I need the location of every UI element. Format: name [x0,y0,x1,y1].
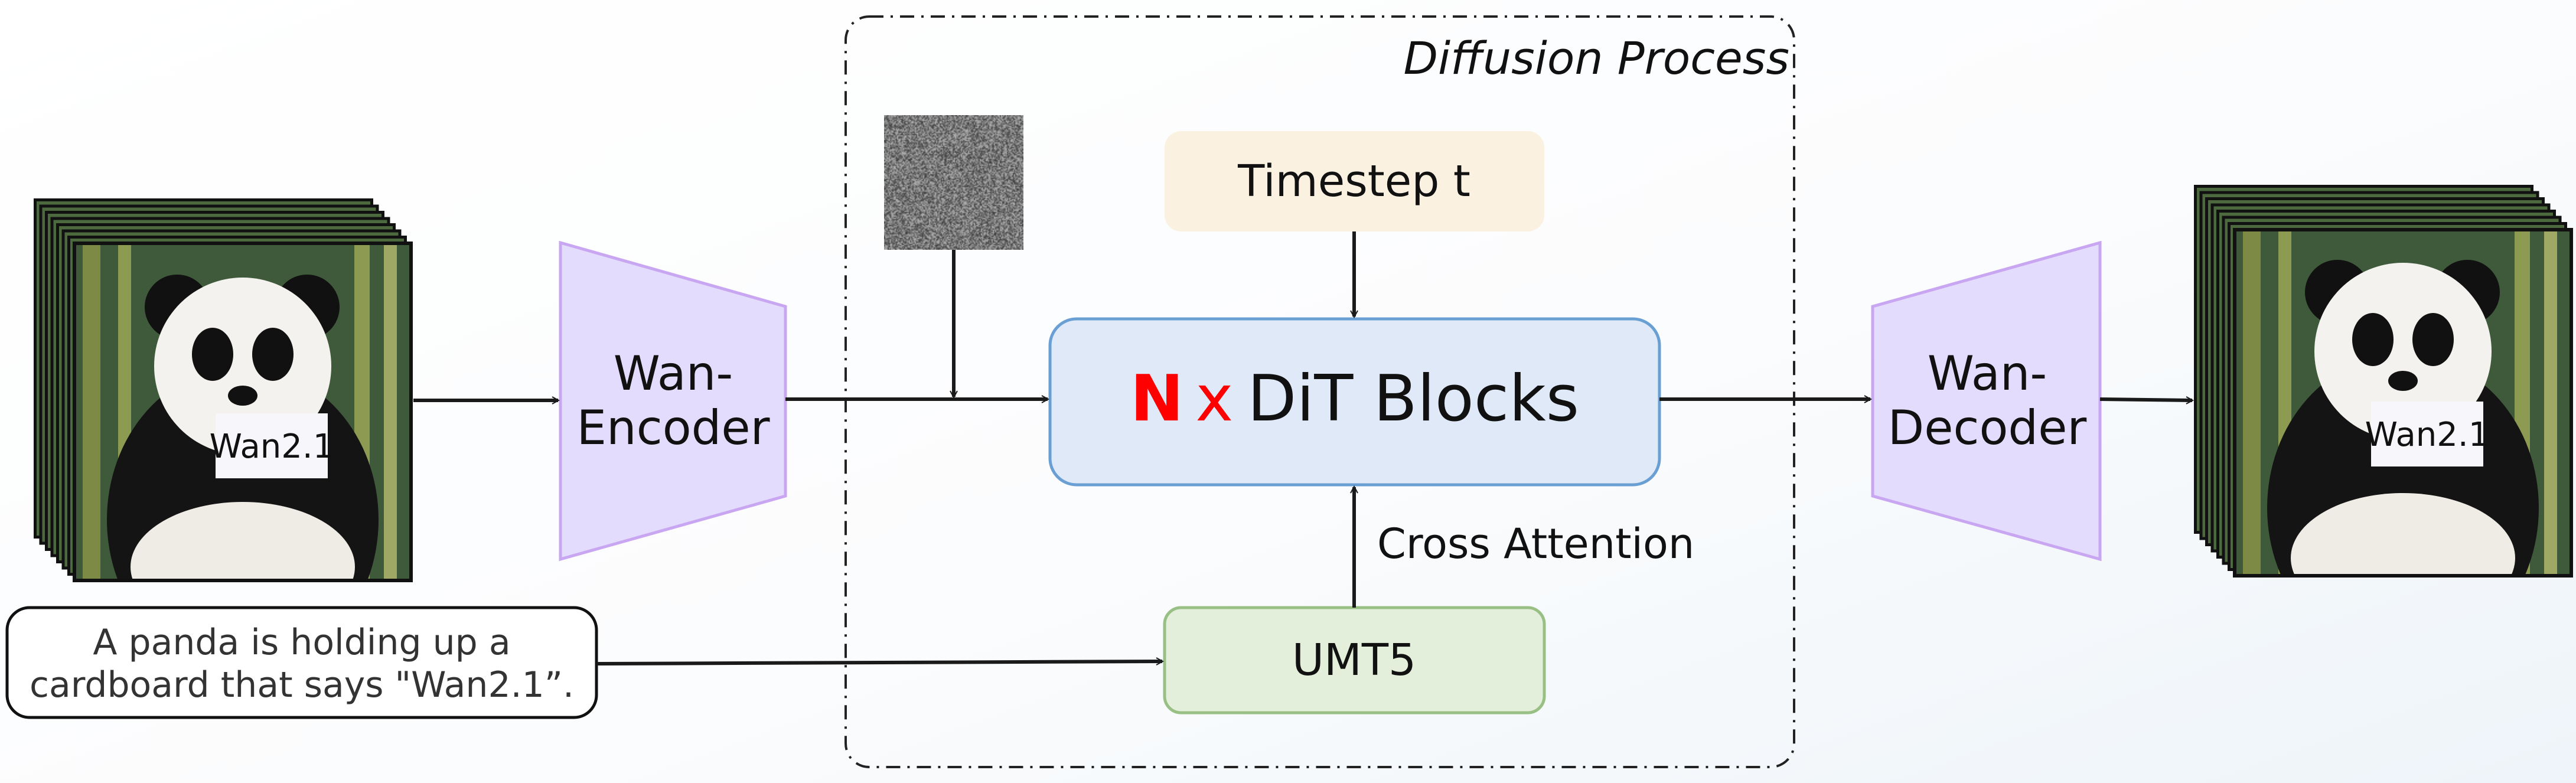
wan-decoder: Wan- Decoder [1873,243,2100,559]
prompt-line1: A panda is holding up a [93,622,510,663]
noise-latent-image [884,115,1023,250]
encoder-label-line1: Wan- [614,346,733,401]
dit-label: NxDiT Blocks [1130,362,1579,436]
dit-blocks-text: DiT Blocks [1247,362,1579,436]
decoder-label-line1: Wan- [1928,346,2047,401]
decoder-label-line2: Decoder [1888,400,2087,455]
input-video-frames: Wan2.1 [35,200,412,674]
diffusion-process-label: Diffusion Process [1404,32,1790,84]
cross-attention-label: Cross Attention [1377,520,1694,568]
dit-count-n: N [1130,362,1183,436]
input-sign-text: Wan2.1 [210,428,334,466]
umt5-box: UMT5 [1165,608,1544,713]
wan-encoder: Wan- Encoder [560,243,785,559]
dit-blocks-box: NxDiT Blocks [1050,319,1659,485]
timestep-box: Timestep t [1165,131,1544,231]
text-prompt-box: A panda is holding up a cardboard that s… [7,608,596,717]
output-panda-image: Wan2.1 [2235,230,2571,661]
prompt-line2: cardboard that says "Wan2.1”. [30,664,574,706]
encoder-label-line2: Encoder [576,400,769,455]
output-sign-text: Wan2.1 [2365,416,2490,454]
arrow-prompt-to-umt5 [596,661,1162,664]
umt5-label: UMT5 [1292,635,1416,686]
timestep-label: Timestep t [1237,156,1470,207]
output-video-frames: Wan2.1 [2196,187,2572,662]
dit-multiply-x: x [1195,362,1233,436]
arrow-decoder-to-output [2100,399,2192,400]
